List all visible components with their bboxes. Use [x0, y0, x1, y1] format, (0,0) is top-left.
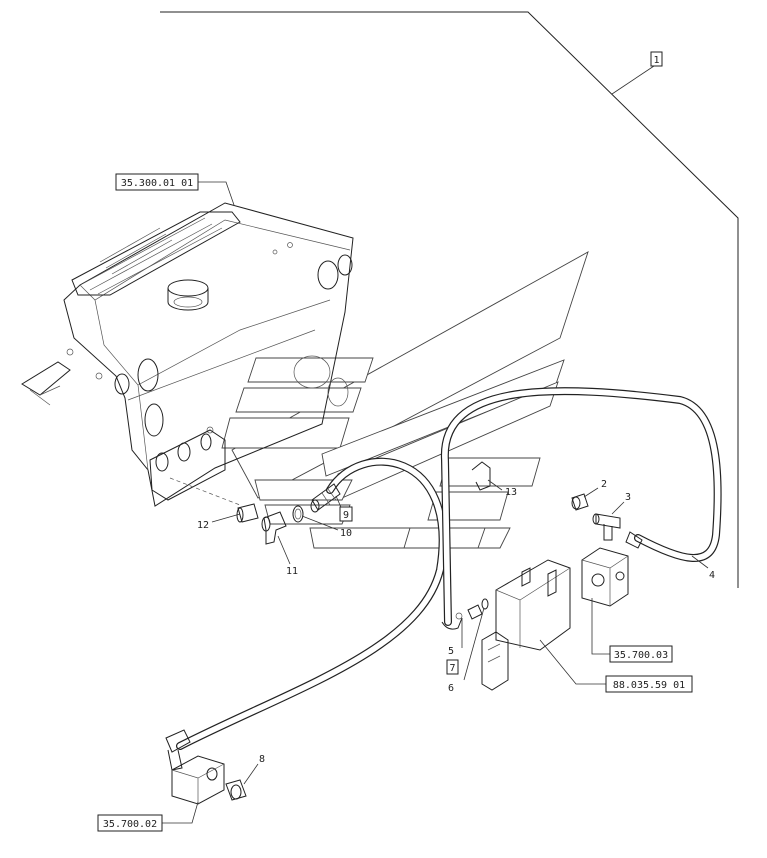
leader-12: [211, 513, 241, 523]
cap-fitting: [571, 493, 589, 511]
callout-13: 13: [505, 487, 517, 498]
callout-11: 11: [286, 566, 298, 577]
assembly-bracket-line: [160, 11, 739, 588]
tee-fitting: [592, 513, 621, 541]
cap-8: [225, 779, 247, 801]
valve-assembly: [481, 559, 571, 691]
leader-3: [611, 501, 625, 515]
adapter-fitting-12: [236, 503, 259, 523]
callout-12: 12: [197, 520, 209, 531]
adapter-fitting-6: [467, 598, 489, 620]
ref-box-valve-block: [609, 645, 673, 663]
callout-8: 8: [259, 754, 265, 765]
leader-valve-assembly: [539, 639, 606, 685]
elbow-fitting-5: [441, 612, 463, 630]
valve-block: [581, 547, 629, 607]
ref-label-tank: 35.300.01 01: [121, 178, 193, 189]
hydraulic-tank: [21, 202, 354, 507]
hose-end-right: [625, 531, 643, 549]
leader-13: [487, 479, 503, 491]
callout-box-7: [446, 659, 459, 675]
leader-4: [691, 555, 709, 569]
ref-box-valve-assembly: [605, 675, 693, 693]
callout-7: 7: [449, 663, 455, 674]
leader-lower-block: [162, 801, 199, 824]
leader-valve-block: [591, 598, 610, 655]
callout-leader-1: [611, 65, 655, 95]
callout-3: 3: [625, 492, 631, 503]
lower-block: [171, 755, 225, 805]
hose-clamp-13: [471, 461, 491, 491]
callout-1: 1: [653, 55, 659, 66]
ref-label-valve-block: 35.700.03: [614, 650, 668, 661]
ref-label-valve-assembly: 88.035.59 01: [613, 680, 685, 691]
ref-box-tank: [115, 173, 199, 191]
hose-fitting-9: [310, 483, 341, 513]
o-ring-10: [292, 505, 304, 523]
ref-label-lower-block: 35.700.02: [103, 819, 157, 830]
elbow-fitting-11: [261, 511, 287, 545]
callout-box-9: [339, 506, 353, 522]
callout-5: 5: [448, 646, 454, 657]
leader-tank: [198, 181, 235, 206]
callout-4: 4: [709, 570, 715, 581]
leader-11: [277, 535, 291, 565]
leader-8: [243, 763, 259, 785]
leader-6: [463, 607, 485, 681]
watermark-logo: [221, 251, 589, 549]
hose-fitting-lower: [165, 729, 191, 771]
callout-10: 10: [340, 528, 352, 539]
callout-9: 9: [343, 510, 349, 521]
callout-2: 2: [601, 479, 607, 490]
hose-loop: [176, 387, 722, 750]
ref-box-lower-block: [97, 814, 163, 832]
callout-6: 6: [448, 683, 454, 694]
leader-10: [301, 515, 339, 531]
leader-2: [583, 487, 599, 498]
callout-box-1: [650, 51, 663, 67]
